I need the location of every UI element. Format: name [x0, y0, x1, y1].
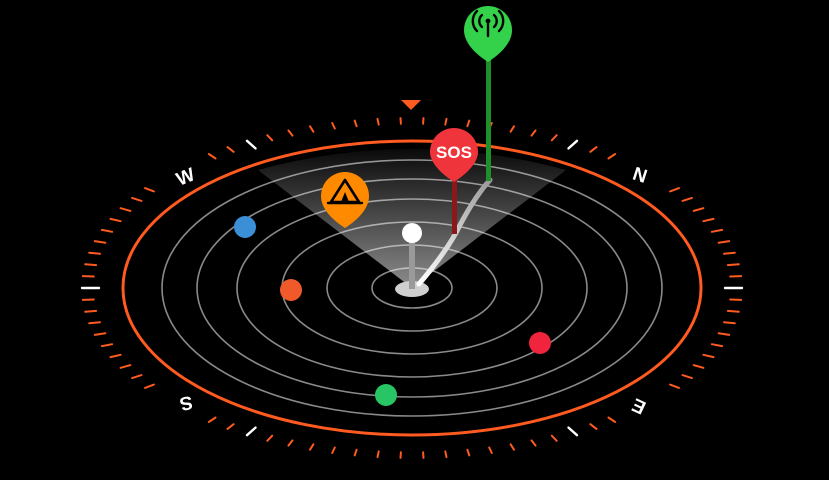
compass-minor-tick: [717, 240, 731, 244]
compass-minor-tick: [607, 153, 617, 160]
compass-minor-tick: [692, 364, 705, 369]
compass-minor-tick: [509, 443, 515, 451]
compass-major-tick: [245, 139, 257, 150]
compass-minor-tick: [444, 450, 448, 459]
compass-minor-tick: [131, 374, 143, 380]
compass-minor-tick: [589, 146, 598, 153]
signal-waypoint[interactable]: [464, 6, 512, 181]
compass-minor-tick: [509, 125, 515, 133]
compass-minor-tick: [726, 263, 740, 267]
compass-minor-tick: [444, 117, 448, 126]
sos-label: SOS: [436, 143, 472, 162]
compass-minor-tick: [726, 309, 740, 313]
compass-minor-tick: [353, 119, 358, 128]
compass-minor-tick: [287, 439, 294, 447]
heading-marker: [401, 100, 421, 110]
compass-minor-tick: [550, 134, 558, 142]
compass-minor-tick: [266, 434, 274, 442]
compass-minor-tick: [710, 228, 724, 233]
compass-minor-tick: [226, 146, 235, 153]
location-dot-blue[interactable]: [234, 216, 256, 238]
compass-minor-tick: [88, 251, 101, 255]
compass-minor-tick: [266, 134, 274, 142]
compass-minor-tick: [681, 374, 693, 380]
compass-minor-tick: [607, 416, 617, 423]
compass-minor-tick: [144, 187, 155, 193]
antenna-signal-icon: [471, 9, 505, 38]
compass-minor-tick: [309, 125, 315, 133]
compass-tick-ring: [80, 117, 744, 459]
backtrack-trail: [416, 177, 493, 287]
compass-minor-tick: [309, 443, 315, 451]
compass-minor-tick: [144, 383, 155, 389]
compass-major-tick: [245, 426, 257, 437]
compass-minor-tick: [119, 207, 132, 212]
compass-minor-tick: [287, 129, 294, 137]
compass-minor-tick: [109, 353, 122, 359]
compass-minor-tick: [702, 217, 715, 223]
compass-minor-tick: [702, 353, 715, 359]
cardinal-south-label: S: [178, 391, 195, 414]
compass-minor-tick: [466, 119, 471, 128]
compass-minor-tick: [226, 423, 235, 430]
compass-minor-tick: [376, 450, 380, 459]
compass-minor-tick: [131, 196, 143, 202]
compass-minor-tick: [669, 187, 680, 193]
compass-minor-tick: [93, 240, 107, 244]
signal-waypoint-stem: [486, 55, 491, 181]
compass-bezel-ring: [121, 139, 703, 437]
compass-minor-tick: [84, 263, 98, 267]
compass-minor-tick: [207, 153, 217, 160]
user-position-pin[interactable]: [402, 223, 422, 243]
compass-minor-tick: [207, 416, 217, 423]
location-dot-orange[interactable]: [280, 279, 302, 301]
compass-minor-tick: [331, 122, 336, 130]
compass-minor-tick: [681, 196, 693, 202]
camp-waypoint[interactable]: [321, 172, 369, 228]
location-dot-red[interactable]: [529, 332, 551, 354]
compass-minor-tick: [717, 332, 731, 336]
compass-minor-tick: [88, 321, 101, 325]
compass-minor-tick: [119, 364, 132, 369]
compass-minor-tick: [100, 343, 114, 348]
cardinal-north-label: N: [630, 164, 650, 188]
location-dot-green[interactable]: [375, 384, 397, 406]
compass-minor-tick: [530, 439, 537, 447]
sos-waypoint-pin: [430, 128, 478, 182]
compass-minor-tick: [488, 446, 493, 454]
user-position-stem: [409, 235, 415, 289]
sos-waypoint[interactable]: SOS: [430, 128, 478, 234]
compass-minor-tick: [669, 383, 680, 389]
compass-minor-tick: [109, 217, 122, 223]
compass-minor-tick: [589, 423, 598, 430]
compass-minor-tick: [331, 446, 336, 454]
compass-minor-tick: [723, 321, 736, 325]
compass-minor-tick: [376, 117, 380, 126]
compass-minor-tick: [692, 207, 705, 212]
compass-minor-tick: [710, 343, 724, 348]
sos-waypoint-stem: [452, 172, 457, 234]
cardinal-east-label: E: [629, 393, 649, 417]
tent-icon: [326, 178, 364, 205]
compass-minor-tick: [723, 251, 736, 255]
compass-minor-tick: [353, 448, 358, 457]
compass-minor-tick: [466, 448, 471, 457]
cardinal-west-label: W: [174, 164, 199, 190]
compass-minor-tick: [84, 309, 98, 313]
compass-minor-tick: [100, 228, 114, 233]
compass-minor-tick: [93, 332, 107, 336]
compass-major-tick: [567, 139, 579, 150]
compass-minor-tick: [530, 129, 537, 137]
compass-major-tick: [567, 426, 579, 437]
compass-minor-tick: [550, 434, 558, 442]
